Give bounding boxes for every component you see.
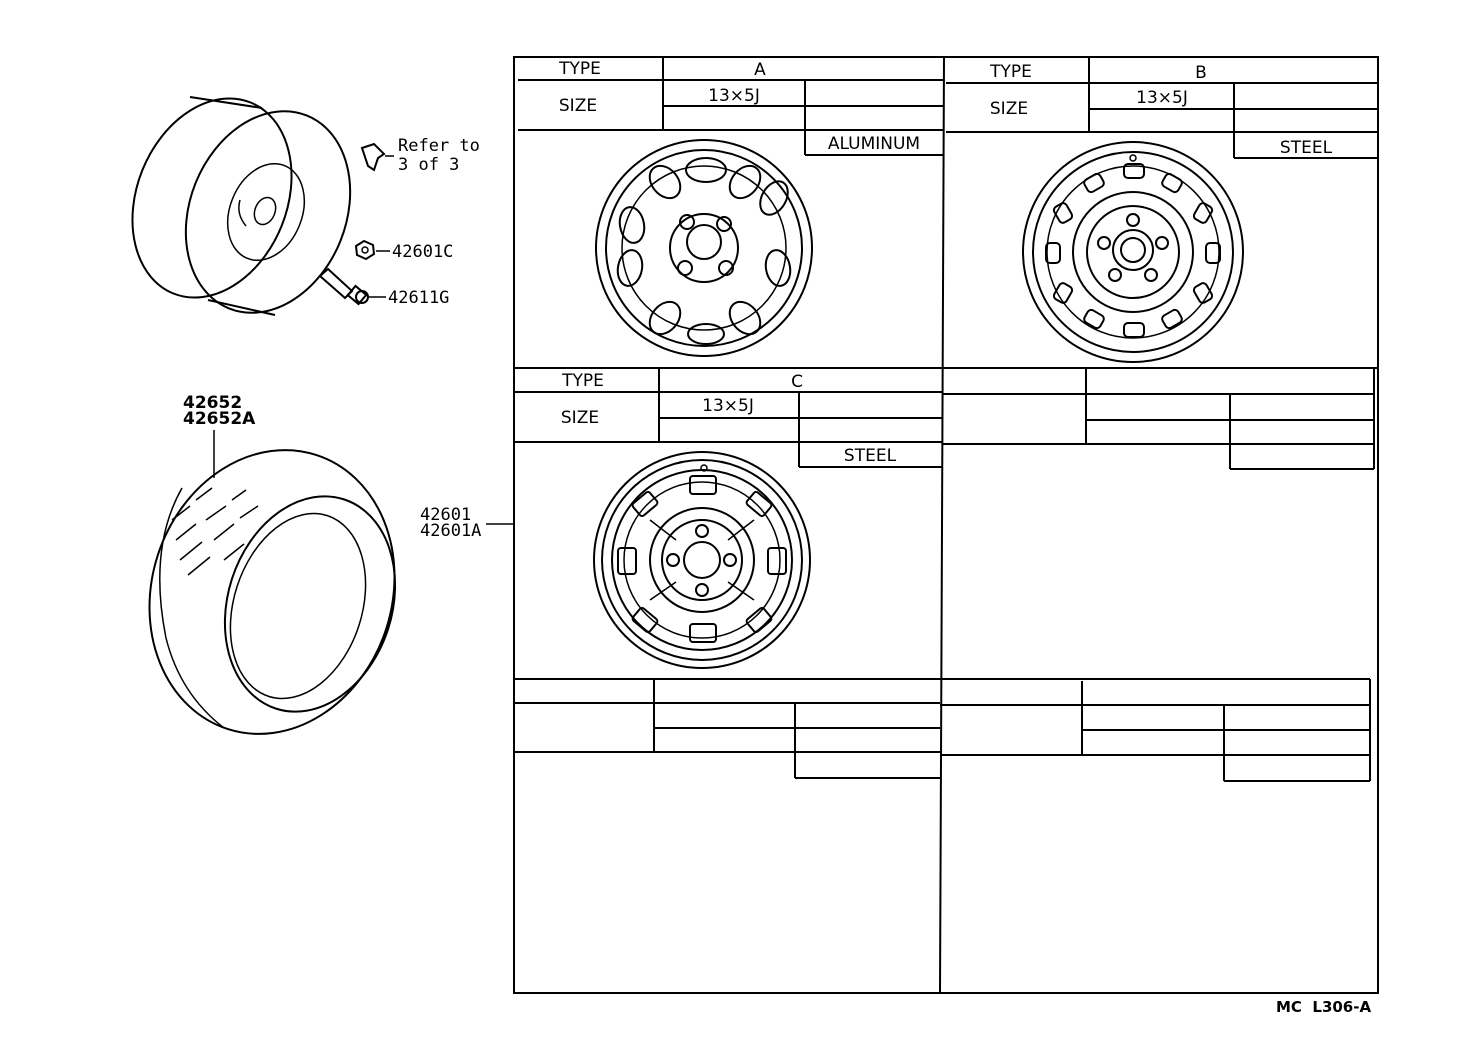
panel-b-size-label: SIZE xyxy=(990,99,1028,119)
panel-a-material: ALUMINUM xyxy=(828,134,920,154)
panel-b-type-label: TYPE xyxy=(989,62,1032,82)
panel-c-type-label: TYPE xyxy=(561,371,604,391)
panel-c-size-value: 13×5J xyxy=(702,396,754,416)
callout-42611G: 42611G xyxy=(388,288,449,308)
hub-nut-icon xyxy=(354,239,376,261)
callout-42652: 42652 xyxy=(183,393,242,413)
wheel-type-table xyxy=(513,56,1379,994)
panel-a-size-label: SIZE xyxy=(559,96,597,116)
callout-42601C: 42601C xyxy=(392,242,453,262)
tire-icon xyxy=(148,449,397,735)
panel-a-type-label: TYPE xyxy=(558,59,601,79)
panel-b-material: STEEL xyxy=(1280,138,1333,158)
panel-a-size-value: 13×5J xyxy=(708,86,760,106)
wheel-a-icon xyxy=(595,139,813,357)
panel-c-type-value: C xyxy=(791,372,803,392)
panel-a-type-value: A xyxy=(754,60,766,80)
wheel-c-icon xyxy=(593,451,811,669)
panel-c-size-label: SIZE xyxy=(561,408,599,428)
refer-text-line2: 3 of 3 xyxy=(398,155,459,175)
diagram-code: MC L306-A xyxy=(1276,998,1371,1016)
panel-b-type-value: B xyxy=(1195,63,1207,83)
clip-icon xyxy=(360,142,394,172)
panel-c-material: STEEL xyxy=(844,446,897,466)
callout-42652A: 42652A xyxy=(183,409,256,429)
refer-text-line1: Refer to xyxy=(398,136,480,156)
callout-42601: 42601 xyxy=(420,505,471,525)
panel-b-size-value: 13×5J xyxy=(1136,88,1188,108)
wheel-side-view xyxy=(131,96,352,316)
valve-stem-icon xyxy=(318,267,369,306)
callout-42601A: 42601A xyxy=(420,521,481,541)
wheel-b-icon xyxy=(1022,141,1244,363)
